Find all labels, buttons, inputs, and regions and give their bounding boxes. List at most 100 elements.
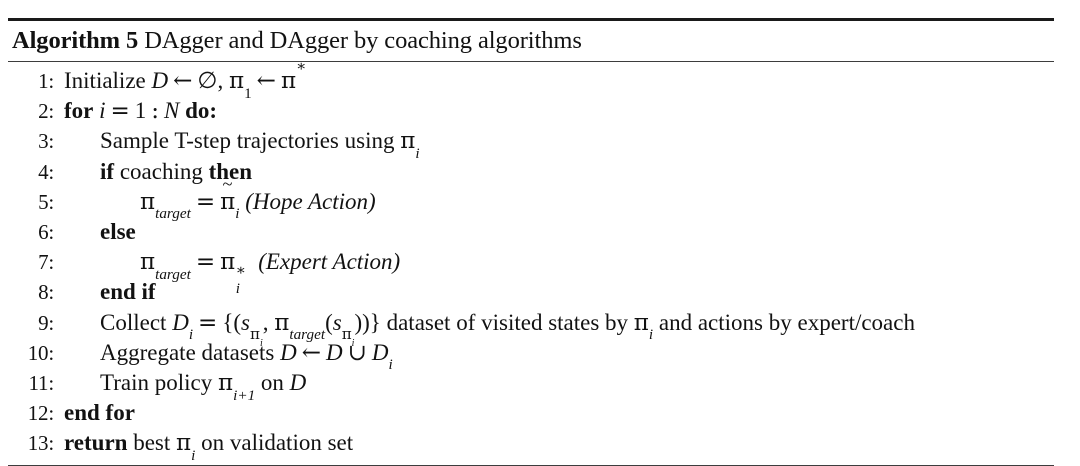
subscript-i: i (415, 144, 420, 162)
subscript-target: target (155, 205, 191, 223)
line-content: Aggregate datasets D←D∪Di (64, 338, 1054, 373)
math-symbol-D: D (172, 309, 189, 335)
subscript-i: i (648, 326, 654, 344)
comma: , (217, 68, 224, 93)
math-symbol-pi: π (176, 430, 192, 457)
line-number: 6: (38, 220, 54, 245)
comma: , (262, 309, 269, 335)
line-number: 9: (38, 310, 54, 335)
math-symbol-pi: π (633, 309, 649, 336)
brace-close: } (369, 309, 381, 335)
algorithm-line: 8: end if (8, 277, 1054, 307)
line-number: 4: (38, 159, 54, 184)
line-tail-text: on (260, 370, 284, 396)
line-content: Sample T-step trajectories using πi (64, 126, 1054, 161)
paren-close: ) (362, 309, 370, 335)
paren-close: ) (354, 309, 363, 335)
math-symbol-D: D (280, 339, 297, 365)
algorithm-line: 4: if coaching then (8, 157, 1054, 187)
equals-sign: = (110, 98, 130, 125)
algorithm-line: 9: Collect Di={(sπi, πtarget(sπi))} data… (8, 308, 1054, 349)
line-annotation: (Expert Action) (258, 249, 401, 275)
equals-sign: = (195, 188, 216, 215)
subscript-i: i (188, 326, 194, 344)
algorithm-line: 7: πtarget=π∗i (Expert Action) (8, 247, 1054, 297)
subscript-target: target (289, 326, 326, 344)
math-symbol-pi: π (140, 188, 156, 215)
line-tail-text: dataset of visited states by (386, 309, 629, 335)
math-symbol-pi: π (400, 128, 416, 155)
line-text: Train policy (100, 370, 213, 396)
line-number: 10: (27, 340, 54, 365)
line-number: 12: (27, 401, 54, 426)
paren-open: ( (325, 309, 333, 335)
subscript-pi-i: πi (249, 325, 263, 349)
line-content: if coaching then (64, 157, 1054, 187)
horizontal-rule-middle (8, 61, 1054, 62)
math-symbol-pi: π (228, 68, 245, 94)
line-text: Sample T-step trajectories using (100, 128, 395, 154)
line-number: 11: (28, 371, 55, 396)
line-annotation: (Hope Action) (245, 188, 376, 214)
math-symbol-pi: π (220, 188, 236, 215)
math-symbol-s: s (241, 309, 250, 335)
subscript-i-plus-1: i+1 (233, 386, 256, 404)
line-content: else (64, 217, 1054, 247)
math-symbol-i: i (99, 98, 106, 124)
keyword-return: return (64, 430, 128, 456)
math-symbol-emptyset: ∅ (197, 68, 218, 94)
line-content: πtarget=π∗i (Expert Action) (64, 247, 1054, 297)
algorithm-line: 12: end for (8, 398, 1054, 428)
keyword-end-for: end for (64, 400, 135, 426)
algorithm-line: 10: Aggregate datasets D←D∪Di (8, 338, 1054, 373)
line-number: 1: (38, 69, 54, 93)
paren-open: ( (233, 309, 242, 335)
math-symbol-pi: π (218, 370, 234, 397)
math-symbol-pi: π (220, 249, 236, 276)
algorithm-line: 2: for i=1:N do: (8, 96, 1054, 126)
line-number: 5: (38, 189, 54, 214)
subscript-target: target (155, 265, 191, 283)
math-symbol-pi: π (280, 68, 297, 94)
line-number: 3: (38, 129, 54, 154)
line-content: πtarget=~πi (Hope Action) (64, 174, 1054, 221)
keyword-else: else (100, 219, 136, 245)
algorithm-line: 6: else (8, 217, 1054, 247)
math-symbol-D: D (371, 339, 389, 365)
horizontal-rule-bottom (8, 464, 1054, 466)
pi-with-tilde: ~π (220, 174, 236, 217)
line-content: Collect Di={(sπi, πtarget(sπi))} dataset… (64, 308, 1054, 349)
math-symbol-D: D (151, 68, 169, 93)
algorithm-title-text: DAgger and DAgger by coaching algorithms (144, 27, 582, 54)
math-symbol-pi: π (140, 249, 156, 276)
line-tail-text-2: and actions by expert/coach (658, 309, 915, 335)
arrow-icon: ← (173, 68, 193, 94)
line-number: 13: (27, 431, 54, 456)
line-tail-text: on validation set (201, 430, 354, 456)
algorithm-body: 1: Initialize D←∅, π1←π∗ 2: for i=1:N do… (8, 59, 1054, 463)
brace-open: { (222, 309, 234, 335)
line-content: Train policy πi+1 on D (64, 368, 1054, 403)
subscript-i: i (191, 446, 196, 464)
condition-text: coaching (119, 158, 203, 184)
arrow-icon: ← (301, 339, 321, 366)
line-number: 8: (38, 280, 54, 305)
algorithm-line: 1: Initialize D←∅, π1←π∗ (8, 59, 1054, 100)
algorithm-block: Algorithm 5 DAgger and DAgger by coachin… (8, 18, 1054, 466)
subscript-i: i (235, 279, 240, 297)
algorithm-line: 5: πtarget=~πi (Hope Action) (8, 174, 1054, 221)
algorithm-line: 3: Sample T-step trajectories using πi (8, 126, 1054, 161)
math-symbol-N: N (164, 98, 180, 124)
line-number: 2: (38, 99, 54, 124)
line-text: Collect (100, 309, 167, 335)
algorithm-title: Algorithm 5 DAgger and DAgger by coachin… (8, 21, 1054, 59)
tilde-accent-icon: ~ (222, 173, 233, 194)
math-symbol-pi: π (249, 325, 260, 344)
math-number-1: 1 (134, 98, 147, 124)
superscript-star: ∗ (235, 261, 247, 279)
line-content: return best πi on validation set (64, 428, 1054, 463)
math-symbol-s: s (332, 309, 342, 335)
line-text: Aggregate datasets (100, 339, 275, 365)
algorithm-line: 13: return best πi on validation set (8, 428, 1054, 463)
line-content: end for (64, 398, 1054, 428)
